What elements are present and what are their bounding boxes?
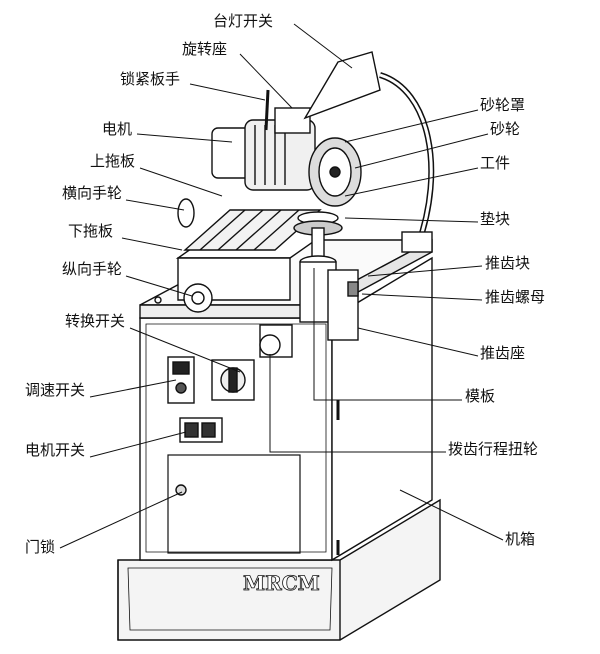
label-tooth-push-nut: 推齿螺母 bbox=[485, 288, 546, 306]
label-selector-switch: 转换开关 bbox=[65, 312, 126, 330]
carriages bbox=[175, 198, 333, 313]
door-lock-icon bbox=[175, 484, 187, 496]
label-locking-wrench: 锁紧板手 bbox=[120, 70, 181, 88]
label-tooth-stroke-knob: 拨齿行程扭轮 bbox=[448, 440, 539, 458]
label-longitudinal-handwheel: 纵向手轮 bbox=[62, 260, 123, 278]
label-cabinet: 机箱 bbox=[505, 530, 536, 548]
label-motor: 电机 bbox=[102, 120, 133, 138]
label-spacer-block: 垫块 bbox=[480, 210, 511, 228]
motor-body bbox=[211, 89, 316, 191]
label-grinding-wheel: 砂轮 bbox=[490, 120, 521, 138]
lamp bbox=[303, 51, 435, 253]
label-template: 模板 bbox=[465, 387, 496, 405]
logo: MRCM bbox=[243, 571, 320, 595]
base-plinth bbox=[117, 498, 441, 641]
label-tooth-push-seat: 推齿座 bbox=[480, 344, 526, 362]
grinding-wheel-assembly bbox=[259, 137, 362, 358]
label-wheel-guard: 砂轮罩 bbox=[480, 96, 526, 114]
label-workpiece: 工件 bbox=[480, 154, 511, 172]
label-rotating-seat: 旋转座 bbox=[182, 40, 228, 58]
label-lower-carriage: 下拖板 bbox=[68, 222, 114, 240]
label-motor-switch: 电机开关 bbox=[25, 441, 86, 459]
label-cross-handwheel: 横向手轮 bbox=[62, 184, 123, 202]
label-speed-switch: 调速开关 bbox=[25, 381, 86, 399]
tooth-push-seat-icon bbox=[327, 269, 359, 341]
leader-lines bbox=[59, 23, 504, 549]
longitudinal-handwheel-icon bbox=[183, 283, 213, 313]
cabinet-body bbox=[139, 256, 433, 562]
cross-handwheel-icon bbox=[177, 198, 195, 228]
label-tooth-push-block: 推齿块 bbox=[485, 254, 531, 272]
label-upper-carriage: 上拖板 bbox=[90, 152, 136, 170]
label-lamp-switch: 台灯开关 bbox=[213, 12, 274, 30]
stroke-knob-icon bbox=[259, 334, 281, 356]
label-door-lock: 门锁 bbox=[25, 538, 56, 556]
